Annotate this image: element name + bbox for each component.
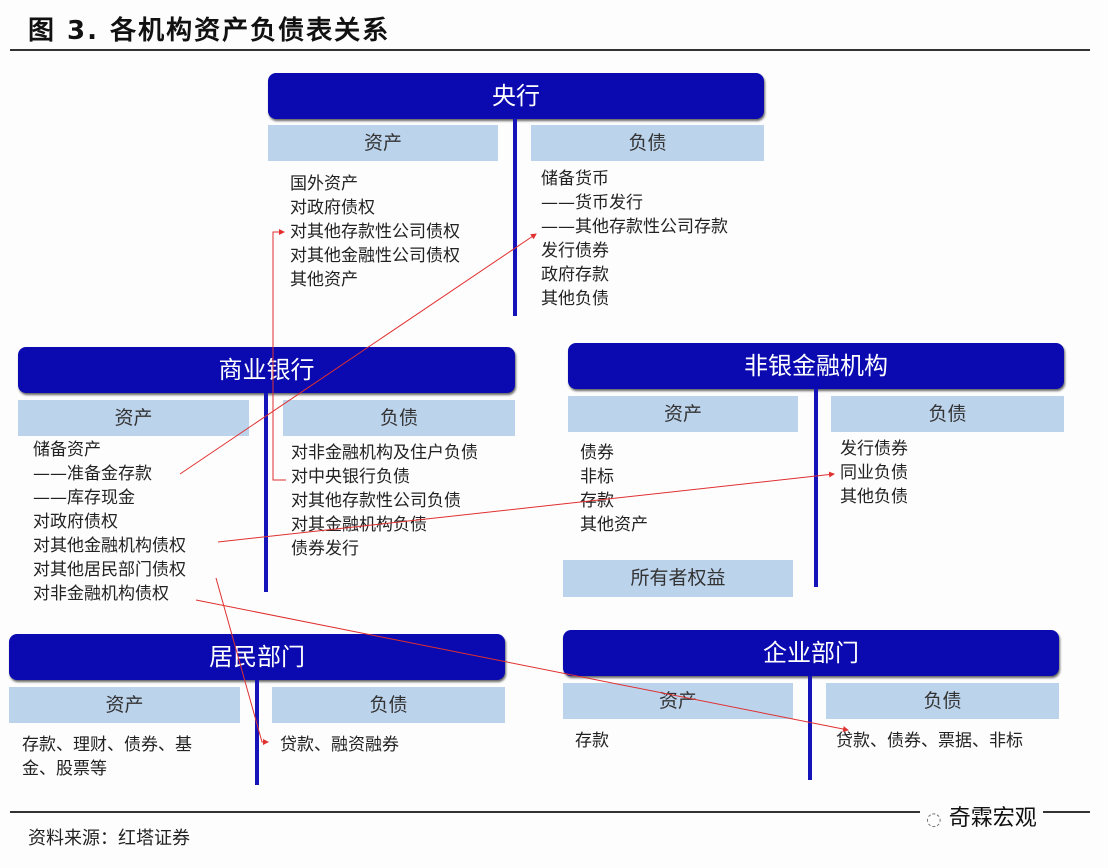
list-item: 其他资产 [580,515,648,535]
watermark: ◌ 奇霖宏观 [920,800,1043,832]
list-item: 发行债券 [541,241,609,261]
arrow-enterprise-loan [195,599,849,732]
household-liabilities-header: 负债 [272,687,505,723]
watermark-text: 奇霖宏观 [948,806,1037,831]
list-item: ——其他存款性公司存款 [541,217,728,237]
list-item: 对非金融机构及住户负债 [291,443,478,463]
arrow-household-loan [215,577,269,745]
list-item: 对其他居民部门债权 [33,560,186,580]
list-item: 政府存款 [541,265,609,285]
central-bank-liabilities-list: 储备货币 ——货币发行 ——其他存款性公司存款 发行债券 政府存款 其他负债 [541,167,728,311]
list-item: 金、股票等 [22,759,107,779]
enterprise-assets-header: 资产 [563,683,793,719]
central-bank-liabilities-header: 负债 [531,125,764,161]
nonbank-equity-box: 所有者权益 [563,560,793,597]
enterprise-divider [808,676,812,780]
arrow-central-bank-liability [272,229,286,481]
list-item: 存款、理财、债券、基 [22,735,192,755]
central-bank-assets-list: 国外资产 对政府债权 对其他存款性公司债权 对其他金融性公司债权 其他资产 [290,172,460,292]
arrow-interbank [217,471,835,543]
commercial-bank-assets-list: 储备资产 ——准备金存款 ——库存现金 对政府债权 对其他金融机构债权 对其他居… [33,438,186,606]
list-item: 对其他存款性公司负债 [291,491,461,511]
list-item: 发行债券 [840,439,908,459]
list-item: 非标 [580,467,614,487]
list-item: 其他负债 [541,289,609,309]
nonbank-liabilities-list: 发行债券 同业负债 其他负债 [840,437,908,509]
footer-divider [10,811,1090,813]
nonbank-divider [814,389,818,587]
nonbank-box: 非银金融机构 [568,343,1064,389]
list-item: 存款 [575,731,609,751]
household-box: 居民部门 [9,634,505,680]
list-item: 对政府债权 [290,198,375,218]
list-item: 对非金融机构债权 [33,584,169,604]
household-liabilities-list: 贷款、融资融券 [280,733,399,757]
list-item: 同业负债 [840,463,908,483]
nonbank-assets-header: 资产 [568,396,798,432]
list-item: 债券发行 [291,539,359,559]
nonbank-liabilities-header: 负债 [831,396,1064,432]
list-item: 存款 [580,491,614,511]
title-divider [10,49,1090,51]
list-item: ——货币发行 [541,193,643,213]
household-assets-list: 存款、理财、债券、基 金、股票等 [22,733,192,781]
commercial-bank-assets-header: 资产 [18,400,249,436]
list-item: 其他负债 [840,487,908,507]
commercial-bank-liabilities-header: 负债 [283,400,515,436]
household-assets-header: 资产 [9,687,240,723]
list-item: 国外资产 [290,174,358,194]
commercial-bank-divider [264,393,268,592]
household-divider [255,680,259,785]
list-item: 其他资产 [290,270,358,290]
nonbank-assets-list: 债券 非标 存款 其他资产 [580,441,648,537]
list-item: 对政府债权 [33,512,118,532]
arrow-reserve-deposit [179,233,537,475]
central-bank-assets-header: 资产 [268,125,498,161]
list-item: 对中央银行负债 [291,467,410,487]
commercial-bank-box: 商业银行 [18,347,515,393]
list-item: 债券 [580,443,614,463]
commercial-bank-liabilities-list: 对非金融机构及住户负债 对中央银行负债 对其他存款性公司负债 对其金融机构负债 … [291,441,478,561]
list-item: ——库存现金 [33,488,135,508]
source-note: 资料来源：红塔证券 [28,828,190,849]
list-item: 对其他存款性公司债权 [290,222,460,242]
enterprise-box: 企业部门 [563,630,1059,676]
list-item: 对其他金融性公司债权 [290,246,460,266]
figure-title: 图 3. 各机构资产负债表关系 [28,16,391,46]
list-item: 对其他金融机构债权 [33,536,186,556]
wechat-icon: ◌ [926,809,942,830]
list-item: 储备资产 [33,440,101,460]
central-bank-divider [513,118,517,316]
enterprise-assets-list: 存款 [575,729,609,753]
list-item: 储备货币 [541,169,609,189]
enterprise-liabilities-list: 贷款、债券、票据、非标 [836,729,1023,753]
list-item: ——准备金存款 [33,464,152,484]
enterprise-liabilities-header: 负债 [826,683,1059,719]
central-bank-box: 央行 [268,73,764,119]
list-item: 贷款、债券、票据、非标 [836,731,1023,751]
list-item: 贷款、融资融券 [280,735,399,755]
